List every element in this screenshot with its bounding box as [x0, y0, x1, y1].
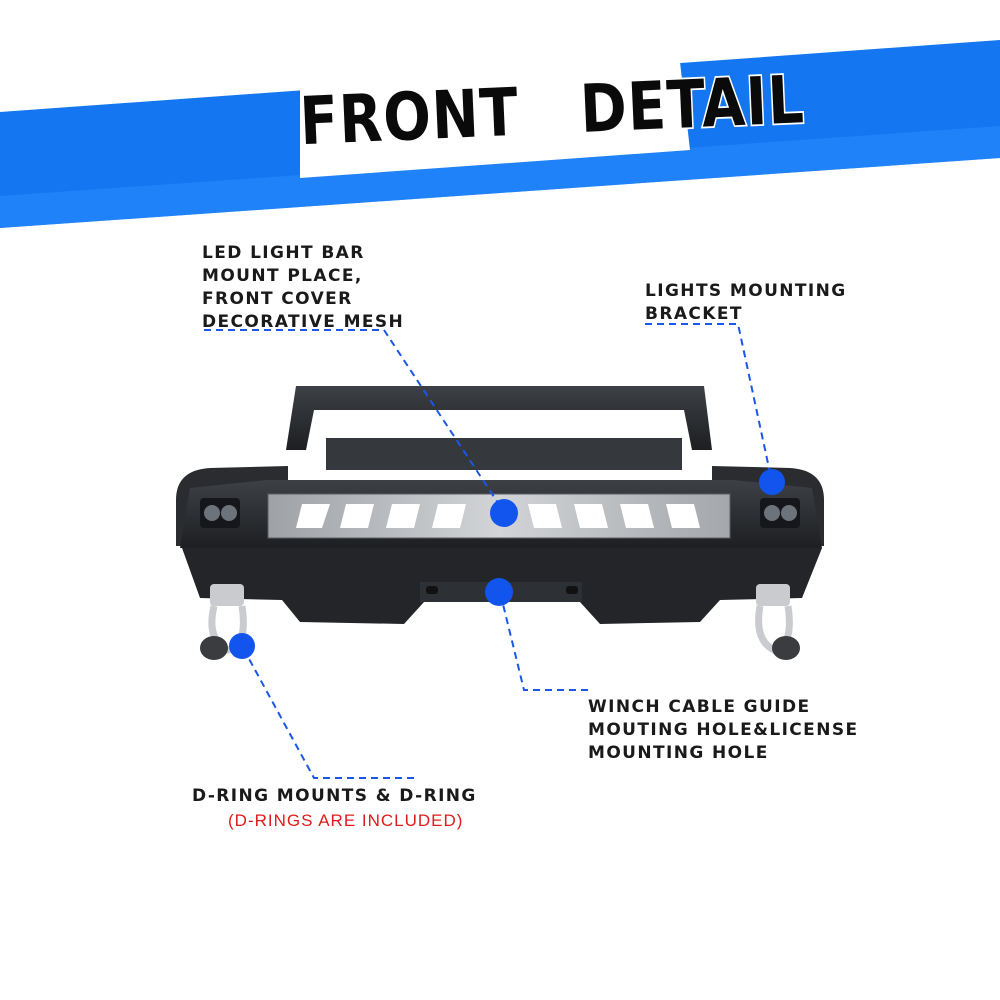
callout-winch-cable-guide: WINCH CABLE GUIDE MOUTING HOLE&LICENSE M… — [588, 696, 858, 765]
marker-lights-bracket — [759, 469, 785, 495]
right-d-ring-shackle — [755, 584, 800, 660]
leader-lights-bracket — [645, 323, 773, 483]
left-fog-light — [200, 498, 240, 528]
light-bar-hoop — [286, 386, 712, 450]
callout-line: LIGHTS MOUNTING — [645, 281, 847, 301]
callout-line: MOUNT PLACE, — [202, 266, 363, 286]
callout-line: FRONT COVER — [202, 289, 353, 309]
leader-lines — [204, 323, 773, 779]
marker-winch — [485, 578, 513, 606]
left-d-ring-shackle — [200, 584, 247, 660]
right-fog-light — [760, 498, 800, 528]
marker-d-ring — [229, 633, 255, 659]
callout-line: D-RING MOUNTS & D-RING — [192, 786, 477, 806]
mesh-cutouts — [296, 504, 700, 528]
callout-led-light-bar: LED LIGHT BAR MOUNT PLACE, FRONT COVER D… — [202, 242, 404, 334]
callout-lights-mounting-bracket: LIGHTS MOUNTING BRACKET — [645, 280, 847, 326]
leader-led-mesh — [204, 329, 505, 513]
callout-markers — [229, 469, 785, 659]
callout-line: BRACKET — [645, 304, 743, 324]
callout-line: DECORATIVE MESH — [202, 312, 405, 332]
callout-line: LED LIGHT BAR — [202, 243, 365, 263]
marker-led-mesh — [490, 499, 518, 527]
callout-d-ring-mounts: D-RING MOUNTS & D-RING — [192, 785, 477, 808]
title-banner — [0, 40, 1000, 228]
banner-stripe-highlight — [0, 126, 1000, 228]
leader-winch — [499, 591, 588, 691]
mount-hole — [426, 586, 438, 594]
hoop-base — [326, 438, 682, 470]
callout-line: MOUTING HOLE&LICENSE — [588, 720, 859, 740]
callout-line: WINCH CABLE GUIDE — [588, 697, 811, 717]
mount-hole — [566, 586, 578, 594]
d-ring-included-note: (D-RINGS ARE INCLUDED) — [228, 811, 464, 830]
callout-line: MOUNTING HOLE — [588, 743, 769, 763]
title-plate — [300, 62, 690, 178]
leader-d-ring — [241, 645, 414, 779]
